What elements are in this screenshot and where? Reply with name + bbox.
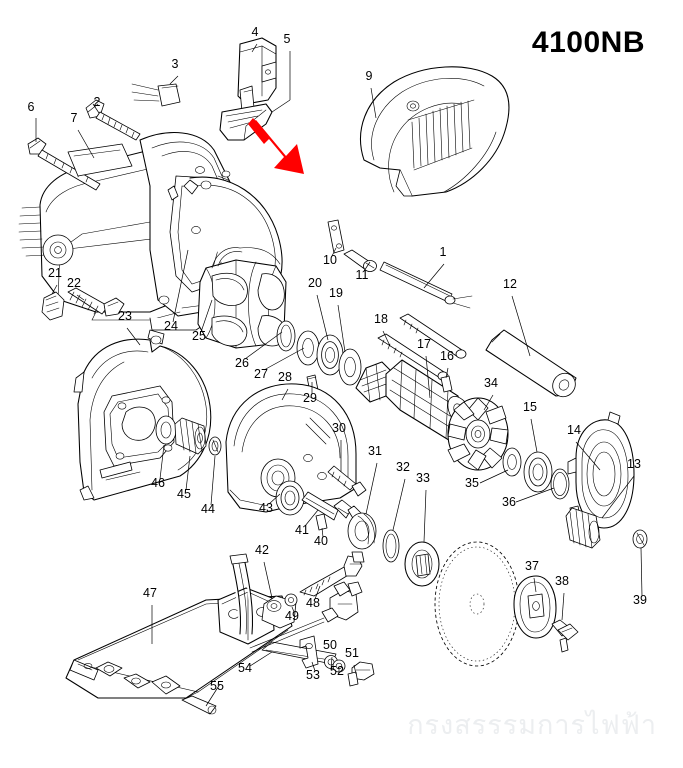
base-plate-part xyxy=(65,553,337,715)
part-number-11: 11 xyxy=(356,268,369,282)
part-number-31: 31 xyxy=(368,444,382,458)
part-number-29: 29 xyxy=(303,391,317,405)
part-number-30: 30 xyxy=(332,421,346,435)
part-number-53: 53 xyxy=(306,668,320,682)
part-number-32: 32 xyxy=(396,460,410,474)
part-number-45: 45 xyxy=(177,487,191,501)
part-number-33: 33 xyxy=(416,471,430,485)
part-number-51: 51 xyxy=(345,646,359,660)
part-number-36: 36 xyxy=(502,495,516,509)
bearing-box-group xyxy=(347,512,440,587)
part-number-12: 12 xyxy=(503,277,517,291)
handle-cover-part xyxy=(360,66,510,197)
saw-blade-outline xyxy=(434,541,520,667)
part-number-54: 54 xyxy=(238,661,252,675)
part-number-5: 5 xyxy=(284,32,291,46)
part-number-52: 52 xyxy=(330,664,344,678)
part-number-22: 22 xyxy=(67,276,81,290)
part-number-21: 21 xyxy=(48,266,62,280)
part-number-44: 44 xyxy=(201,502,215,516)
part-number-37: 37 xyxy=(525,559,539,573)
part-number-40: 40 xyxy=(314,534,328,548)
part-number-20: 20 xyxy=(308,276,322,290)
part-number-4: 4 xyxy=(252,25,259,39)
part-number-7: 7 xyxy=(71,111,78,125)
field-and-gear-housing xyxy=(183,176,287,349)
part-number-43: 43 xyxy=(259,501,273,515)
part-number-34: 34 xyxy=(484,376,498,390)
part-number-13: 13 xyxy=(627,457,641,471)
part-number-24: 24 xyxy=(164,319,178,333)
part-number-49: 49 xyxy=(285,609,299,623)
part-number-26: 26 xyxy=(235,356,249,370)
part-number-3: 3 xyxy=(172,57,179,71)
blade-case-part xyxy=(225,383,367,513)
part-number-9: 9 xyxy=(366,69,373,83)
cord-parts xyxy=(327,219,577,398)
helical-gear-train xyxy=(155,415,222,456)
safety-cover-part xyxy=(73,329,212,501)
switch-assembly-parts xyxy=(131,37,277,141)
part-number-42: 42 xyxy=(255,543,269,557)
part-number-15: 15 xyxy=(523,400,537,414)
knob-and-spring xyxy=(41,287,125,321)
outer-flange-group xyxy=(513,575,579,653)
part-number-39: 39 xyxy=(633,593,647,607)
red-arrow xyxy=(248,118,304,174)
leader-lines xyxy=(35,43,643,707)
page-title: 4100NB xyxy=(531,26,645,59)
part-number-41: 41 xyxy=(295,523,309,537)
part-number-10: 10 xyxy=(323,253,337,267)
part-number-47: 47 xyxy=(143,586,157,600)
fan-part xyxy=(447,397,570,500)
fasteners-upper-left xyxy=(27,99,141,191)
part-number-35: 35 xyxy=(465,476,479,490)
part-number-28: 28 xyxy=(278,370,292,384)
bearing-stack xyxy=(276,320,362,393)
part-number-14: 14 xyxy=(567,423,581,437)
watermark-text: กรงสรรรมการไฟฟ้า xyxy=(407,710,657,741)
part-number-19: 19 xyxy=(329,286,343,300)
part-number-23: 23 xyxy=(118,309,132,323)
part-number-17: 17 xyxy=(417,337,431,351)
part-number-46: 46 xyxy=(151,476,165,490)
part-number-55: 55 xyxy=(210,679,224,693)
part-number-1: 1 xyxy=(440,245,447,259)
part-number-25: 25 xyxy=(192,329,206,343)
part-number-6: 6 xyxy=(28,100,35,114)
part-number-2: 2 xyxy=(94,95,101,109)
part-number-50: 50 xyxy=(323,638,337,652)
part-number-27: 27 xyxy=(254,367,268,381)
part-number-16: 16 xyxy=(440,349,454,363)
part-number-38: 38 xyxy=(555,574,569,588)
gear-housing-cover-part xyxy=(565,411,648,549)
base-fasteners xyxy=(249,551,375,687)
part-number-18: 18 xyxy=(374,312,388,326)
part-number-48: 48 xyxy=(306,596,320,610)
